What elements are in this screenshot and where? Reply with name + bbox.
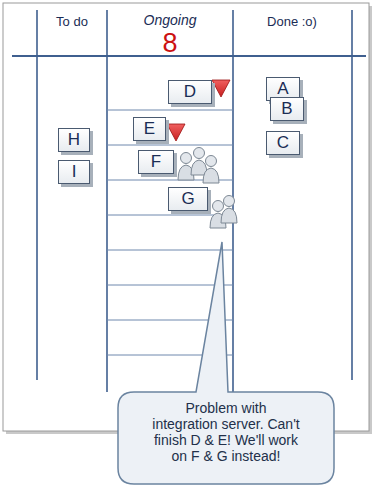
column-line	[106, 10, 108, 392]
slot-line	[107, 250, 233, 251]
card-letter: E	[144, 119, 155, 139]
person-figure	[221, 196, 237, 224]
slot-line	[107, 110, 233, 111]
board-lines	[12, 10, 366, 392]
task-card: F	[138, 150, 174, 174]
task-card: B	[270, 97, 304, 121]
card-letter: G	[181, 189, 194, 209]
speech-bubble: Problem with integration server. Can't f…	[118, 392, 334, 484]
task-card: D	[168, 80, 212, 104]
slot-line	[107, 145, 233, 146]
card-letter: C	[277, 133, 289, 153]
header-line	[12, 55, 366, 57]
person-figure	[203, 156, 219, 184]
bubble-text: Problem with integration server. Can't f…	[151, 400, 301, 464]
column-line	[351, 10, 353, 380]
card-letter: F	[151, 152, 161, 172]
task-card: E	[133, 117, 166, 141]
person-figure	[178, 153, 194, 181]
blocked-marker	[167, 124, 185, 141]
blocked-marker	[212, 80, 230, 97]
person-figure	[191, 148, 207, 176]
board-frame	[3, 3, 369, 431]
column-header: Done :o)	[237, 14, 347, 29]
wip-limit: 8	[115, 30, 225, 57]
task-card: I	[58, 160, 90, 184]
task-card: C	[266, 131, 300, 155]
card-letter: A	[277, 79, 288, 99]
column-header: To do	[17, 14, 127, 29]
task-card: H	[58, 128, 90, 152]
card-letter: I	[72, 162, 77, 182]
card-letter: B	[281, 99, 292, 119]
card-letter: D	[184, 82, 196, 102]
column-line	[36, 10, 38, 380]
column-header: Ongoing	[115, 12, 225, 28]
task-card: G	[168, 187, 208, 211]
card-letter: H	[68, 130, 80, 150]
bubble-shape	[118, 242, 334, 484]
